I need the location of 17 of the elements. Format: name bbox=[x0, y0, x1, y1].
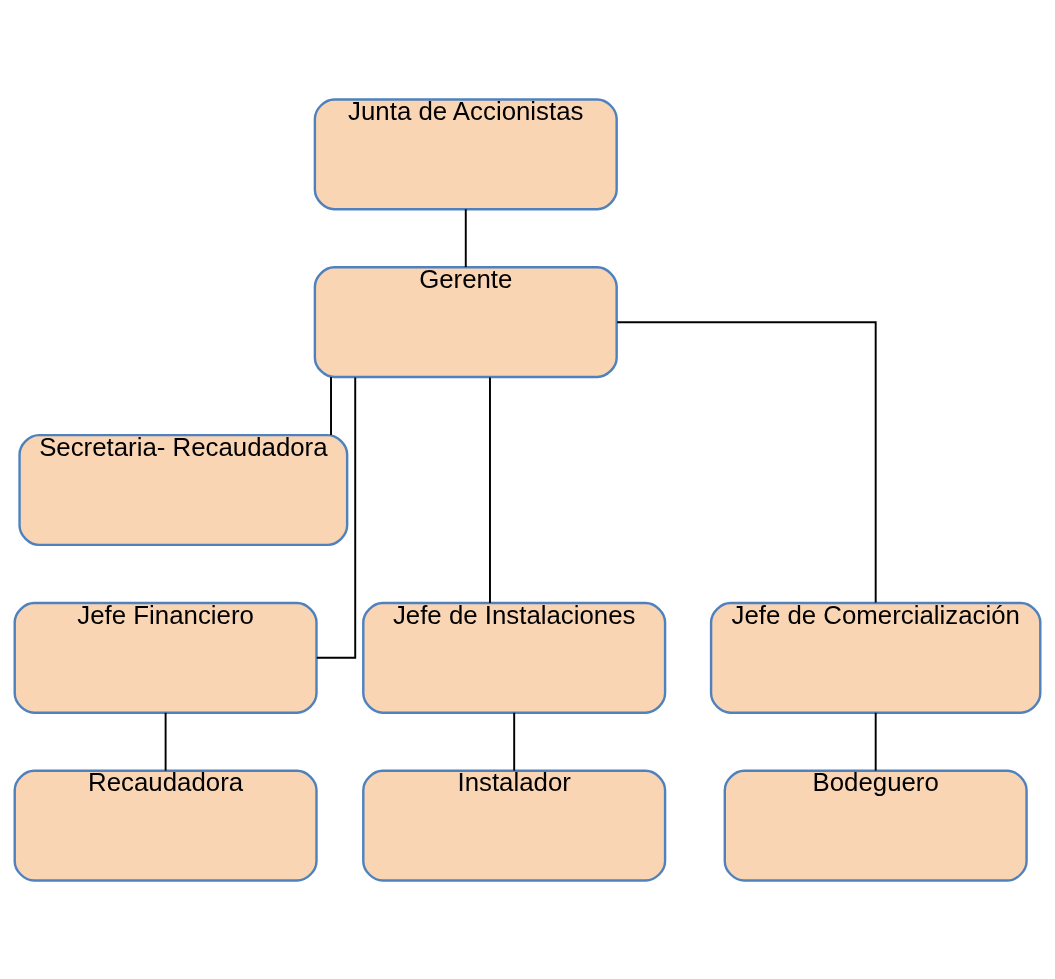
connector bbox=[464, 207, 467, 268]
node-box: Recaudadora bbox=[13, 769, 318, 882]
node-box: Jefe de Instalaciones bbox=[362, 601, 667, 714]
node-box: Jefe Financiero bbox=[13, 601, 318, 714]
node-box: Bodeguero bbox=[723, 769, 1028, 882]
connector bbox=[513, 711, 516, 772]
connector bbox=[330, 375, 332, 436]
node-box: Instalador bbox=[362, 769, 667, 882]
connector bbox=[315, 376, 357, 659]
connector bbox=[874, 711, 877, 772]
node-box: Jefe de Comercialización bbox=[709, 601, 1042, 714]
connector bbox=[489, 376, 491, 604]
node-box: Secretaria- Recaudadora bbox=[18, 433, 349, 546]
node-box: Gerente bbox=[313, 265, 618, 378]
connector bbox=[164, 711, 167, 772]
node-box: Junta de Accionistas bbox=[313, 97, 618, 210]
connector bbox=[616, 320, 877, 603]
